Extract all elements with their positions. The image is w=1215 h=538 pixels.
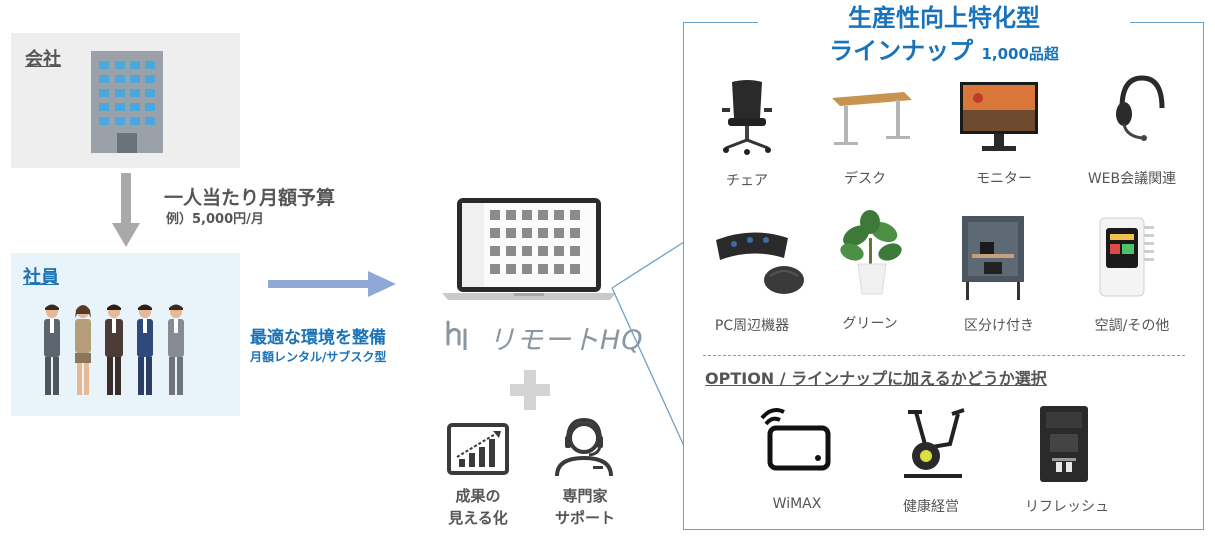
lineup-subtitle-text: ラインナップ [829, 37, 973, 65]
coffee-machine-icon [1034, 404, 1094, 484]
option-item-label: リフレッシュ [1007, 496, 1127, 516]
lineup-item-label: デスク [805, 168, 925, 188]
employee-label: 社員 [23, 263, 59, 289]
growth-chart-icon [447, 423, 509, 475]
plant-icon [836, 208, 908, 296]
callout-lines [610, 240, 686, 450]
service-visualization-label: 成果の 見える化 [436, 485, 520, 529]
exercise-bike-icon [898, 404, 970, 480]
budget-title: 一人当たり月額予算 [164, 183, 335, 210]
lineup-item-label: グリーン [810, 313, 930, 333]
chair-icon [718, 78, 778, 156]
lineup-item-label: 空調/その他 [1072, 315, 1192, 335]
right-arrow-icon [268, 270, 396, 298]
headset-icon [1112, 72, 1168, 144]
service-support-label: 専門家 サポート [543, 485, 627, 529]
budget-example: 例）5,000円/月 [166, 208, 264, 227]
company-label: 会社 [25, 45, 61, 71]
lineup-item-label: PC周辺機器 [692, 315, 812, 335]
laptop-icon [440, 196, 618, 302]
lineup-count: 1,000品超 [981, 45, 1058, 63]
office-building-icon [91, 51, 163, 153]
service-visualization-line1: 成果の [436, 485, 520, 507]
brand-logo-icon [445, 320, 471, 350]
service-support-line2: サポート [543, 507, 627, 529]
option-title: OPTION / ラインナップに加えるかどうか選択 [705, 365, 1047, 389]
plus-icon [510, 370, 550, 410]
service-support-line1: 専門家 [543, 485, 627, 507]
down-arrow-icon [112, 173, 140, 248]
wifi-router-icon [752, 406, 834, 472]
service-visualization-line2: 見える化 [436, 507, 520, 529]
employees-group-icon [40, 302, 200, 398]
air-purifier-icon [1096, 216, 1160, 298]
lineup-divider [703, 355, 1185, 356]
lineup-subtitle: ラインナップ 1,000品超 [758, 35, 1130, 71]
lineup-item-label: WEB会議関連 [1072, 168, 1192, 188]
support-headset-icon [553, 418, 615, 478]
option-item-label: WiMAX [737, 496, 857, 512]
lineup-item-label: チェア [687, 170, 807, 190]
offer-title: 最適な環境を整備 [250, 323, 386, 348]
offer-subtitle: 月額レンタル/サブスク型 [250, 348, 386, 365]
desk-icon [826, 88, 914, 148]
booth-icon [958, 214, 1028, 302]
lineup-title: 生産性向上特化型 [758, 2, 1130, 35]
monitor-icon [958, 80, 1040, 154]
keyboard-mouse-icon [712, 226, 812, 298]
option-item-label: 健康経営 [871, 496, 991, 516]
lineup-item-label: 区分け付き [939, 315, 1059, 335]
lineup-item-label: モニター [944, 168, 1064, 188]
